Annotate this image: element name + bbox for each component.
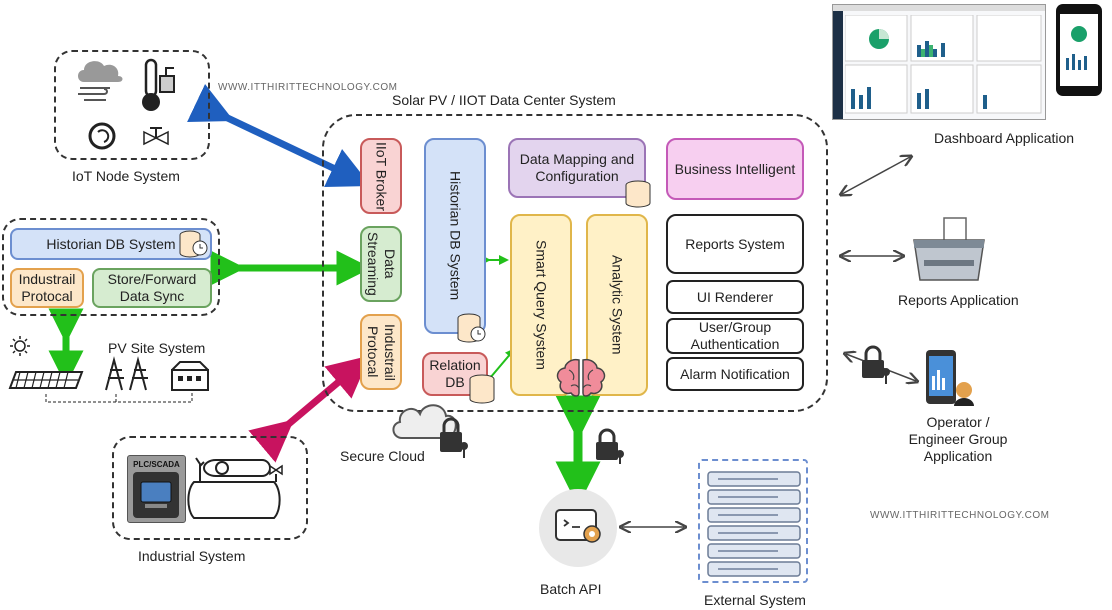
pv-site-label: PV Site System xyxy=(108,340,206,356)
historian-db-system: Historian DB System xyxy=(424,138,486,334)
pv-site-boundary xyxy=(2,218,220,316)
store-forward-data-sync: Store/Forward Data Sync xyxy=(92,268,212,308)
iot-sensors-icon xyxy=(78,58,175,150)
pv-industrail-protocal: Industrail Protocal xyxy=(10,268,84,308)
alarm-notification: Alarm Notification xyxy=(666,357,804,391)
dashboard-topbar xyxy=(833,5,1045,11)
mobile-widgets xyxy=(1066,26,1087,70)
server-rack-icon xyxy=(707,471,801,577)
data-mapping-configuration: Data Mapping and Configuration xyxy=(508,138,646,198)
datacenter-boundary xyxy=(322,114,828,412)
mobile-screen xyxy=(1060,14,1098,86)
industrial-protocal: Industrail Protocal xyxy=(360,314,402,390)
batch-api-label: Batch API xyxy=(540,581,602,597)
dashboard-app-label: Dashboard Application xyxy=(934,130,1075,146)
smart-query-system: Smart Query System xyxy=(510,214,572,396)
pv-historian-db-label: Historian DB System xyxy=(46,235,176,252)
plc-scada-label: PLC/SCADA xyxy=(133,460,180,469)
user-group-authentication: User/Group Authentication xyxy=(666,318,804,354)
secure-cloud-label: Secure Cloud xyxy=(340,448,425,464)
pv-historian-db-icon xyxy=(179,230,208,258)
dashboard-screenshot xyxy=(832,4,1046,120)
ui-renderer: UI Renderer xyxy=(666,280,804,314)
dashboard-arrow xyxy=(842,157,910,194)
external-system-label: External System xyxy=(704,592,806,608)
iiot-broker: IIoT Broker xyxy=(360,138,402,214)
dashboard-sidebar xyxy=(833,11,843,119)
printer-icon xyxy=(913,217,985,281)
operator-app-label: Operator / Engineer Group Application xyxy=(908,414,1008,464)
watermark-bottom: WWW.ITTHIRITTECHNOLOGY.COM xyxy=(870,510,1050,521)
dashboard-widgets xyxy=(845,15,1042,114)
relationdb-query-arrow xyxy=(482,348,516,386)
relation-db-icon xyxy=(469,374,495,404)
reports-system: Reports System xyxy=(666,214,804,274)
dashboard-mobile xyxy=(1056,4,1102,96)
iot-node-boundary xyxy=(54,50,210,160)
terminal-gear-icon xyxy=(555,509,601,543)
historian-db-icon xyxy=(457,313,486,343)
monitor-icon xyxy=(133,472,179,518)
pv-historian-db: Historian DB System xyxy=(10,228,212,260)
datacenter-title: Solar PV / IIOT Data Center System xyxy=(392,92,616,108)
plc-scada-device: PLC/SCADA xyxy=(127,455,186,523)
iot-broker-arrow xyxy=(187,84,371,187)
mobile-engineer-icon xyxy=(926,350,974,406)
iot-node-label: IoT Node System xyxy=(72,168,180,184)
relation-db: Relation DB xyxy=(422,352,488,396)
industrial-equipment-icon xyxy=(187,457,283,519)
data-streaming: Data Streaming xyxy=(360,226,402,302)
pv-site-assets-icon xyxy=(8,336,209,403)
industrial-system-label: Industrial System xyxy=(138,548,246,564)
reports-app-label: Reports Application xyxy=(898,292,1019,308)
batch-lock-icon xyxy=(596,428,624,464)
watermark-top: WWW.ITTHIRITTECHNOLOGY.COM xyxy=(218,82,398,93)
external-system-boundary xyxy=(698,459,808,583)
business-intelligent: Business Intelligent xyxy=(666,138,804,200)
brain-icon xyxy=(556,358,606,397)
operator-lock-icon xyxy=(862,345,890,384)
industrial-system-boundary xyxy=(112,436,308,540)
data-mapping-db-icon xyxy=(625,180,651,208)
cloud-lock-icon xyxy=(392,404,468,458)
